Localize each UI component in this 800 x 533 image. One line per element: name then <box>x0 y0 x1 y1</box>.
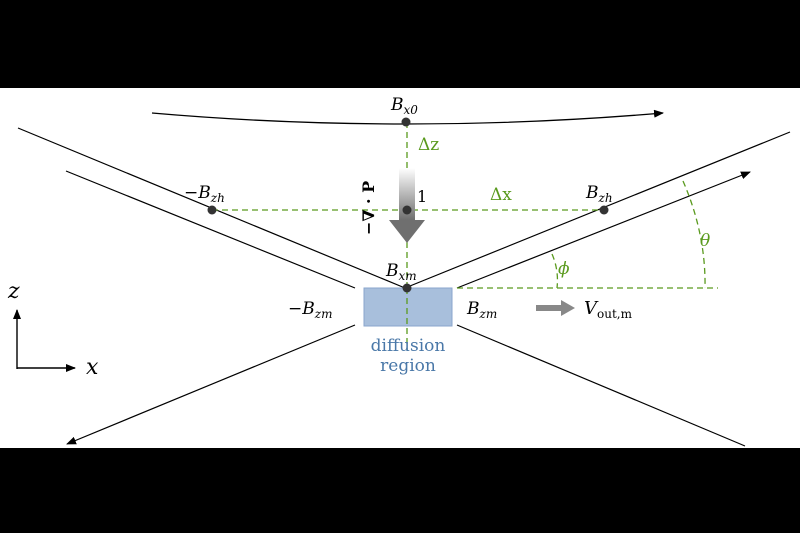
point-bxm <box>402 283 412 293</box>
label-delta-z: Δz <box>418 135 439 155</box>
coordinate-axes <box>13 309 76 372</box>
bottom-black-band <box>0 448 800 533</box>
label-region: region <box>380 356 436 376</box>
label-neg-bzm: −Bzm <box>288 299 332 321</box>
label-one: 1 <box>417 187 427 206</box>
outer-upper-left-line <box>65 170 356 289</box>
outer-lower-left-line <box>66 324 356 445</box>
point-one <box>402 205 412 215</box>
label-delta-x: Δx <box>490 185 512 205</box>
label-bzh: Bzh <box>585 183 613 205</box>
label-neg-bzh: −Bzh <box>184 183 225 205</box>
vout-arrow <box>536 300 575 316</box>
point-bzh <box>599 205 609 215</box>
outer-upper-right-line <box>456 171 751 289</box>
pressure-divergence-arrow <box>389 168 425 243</box>
label-diffusion: diffusion <box>371 336 446 356</box>
axis-label-x: x <box>86 355 99 380</box>
axis-label-z: z <box>7 279 20 304</box>
top-black-band <box>0 0 800 88</box>
label-theta: θ <box>700 231 710 251</box>
diffusion-region-box <box>363 287 453 327</box>
label-bx0: Bx0 <box>390 95 418 117</box>
figure-background <box>0 88 800 448</box>
label-div-p: −∇ · P <box>359 181 378 235</box>
outer-lower-right-line <box>456 324 746 447</box>
label-bxm: Bxm <box>385 261 417 283</box>
label-vout: Vout,m <box>584 298 633 321</box>
label-bzm: Bzm <box>466 299 497 321</box>
point-neg-bzh <box>207 205 217 215</box>
point-bx0 <box>401 117 411 127</box>
label-phi: ϕ <box>558 259 570 279</box>
